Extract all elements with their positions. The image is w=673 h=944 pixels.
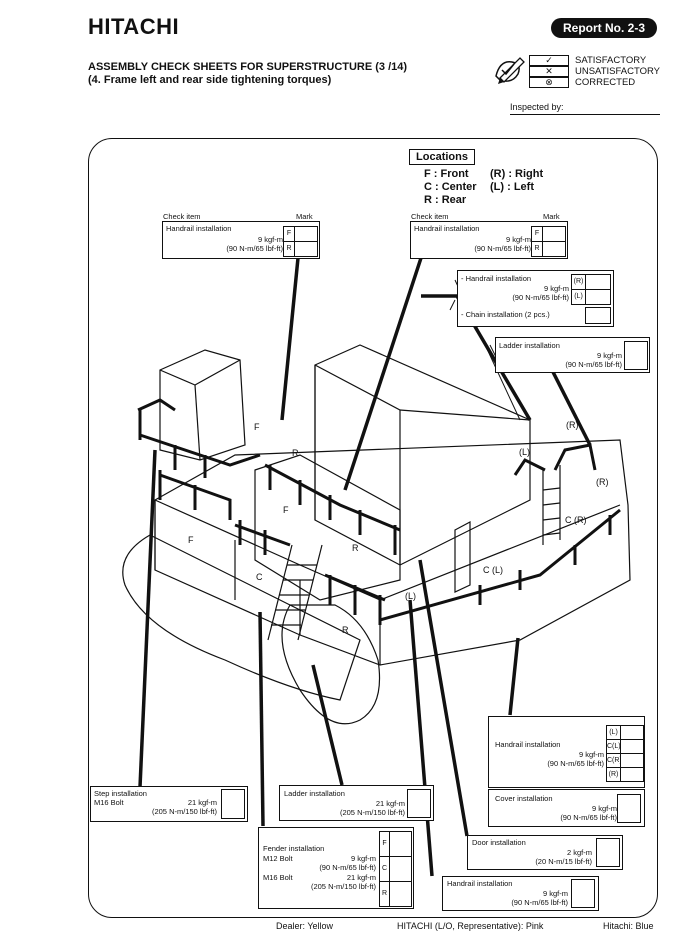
label-rr-2: (R) (596, 477, 609, 487)
legend-corrected-icon: ⊗ (529, 77, 569, 88)
label-cr: C (R) (565, 515, 587, 525)
footer-hitachi-rep: HITACHI (L/O, Representative): Pink (397, 921, 544, 931)
legend-corrected: ⊗ CORRECTED (529, 77, 635, 88)
mark-field-handrail-right-r[interactable] (620, 767, 644, 782)
loc-front: F : Front (424, 168, 469, 180)
mark-field-handrail-left-f[interactable] (294, 226, 318, 242)
check-box-ladder-top: Ladder installation 9 kgf-m (90 N-m/65 l… (495, 337, 650, 373)
mark-field-step[interactable] (221, 789, 245, 819)
footer-dealer: Dealer: Yellow (276, 921, 334, 931)
check-box-fender: Fender installation M12 Bolt 9 kgf-m (90… (258, 827, 414, 909)
mark-field-handrail-center-r[interactable] (542, 241, 566, 257)
mark-field-handrail-right-l[interactable] (620, 725, 644, 740)
check-box-handrail-bottom: Handrail installation 9 kgf-m (90 N-m/65… (442, 876, 599, 911)
legend-unsatisfactory: ✕ UNSATISFACTORY (529, 66, 660, 77)
label-f-3: F (188, 535, 194, 545)
label-cl: C (L) (483, 565, 503, 575)
loc-right: (R) : Right (490, 168, 544, 180)
mark-field-handrail-center-f[interactable] (542, 226, 566, 242)
check-box-door: Door installation 2 kgf-m (20 N-m/15 lbf… (467, 835, 623, 870)
mark-field-handrail-l[interactable] (585, 289, 611, 305)
check-box-handrail-right: Handrail installation 9 kgf-m (90 N-m/65… (488, 716, 645, 788)
check-box-handrail-left: Handrail installation 9 kgf-m (90 N-m/65… (162, 221, 320, 259)
loc-center: C : Center (424, 181, 477, 193)
label-r-2: R (352, 543, 359, 553)
mark-field-chain[interactable] (585, 307, 611, 324)
legend-cross-icon: ✕ (529, 66, 569, 77)
mark-field-ladder-top[interactable] (624, 341, 648, 370)
check-item-label-1: Check item (163, 212, 201, 221)
locations-title: Locations (409, 149, 475, 165)
check-box-ladder-bottom: Ladder installation 21 kgf-m (205 N-m/15… (279, 785, 434, 821)
inspected-by-field[interactable] (510, 114, 660, 115)
mark-label-1: Mark (296, 212, 313, 221)
mark-field-handrail-r[interactable] (585, 274, 611, 290)
footer-hitachi: Hitachi: Blue (603, 921, 654, 931)
pencil-check-icon (495, 57, 525, 84)
label-l-1: (L) (405, 591, 416, 601)
mark-field-handrail-right-cl[interactable] (620, 739, 644, 754)
sheet-title: ASSEMBLY CHECK SHEETS FOR SUPERSTRUCTURE… (88, 61, 408, 73)
label-r-3: R (342, 625, 349, 635)
label-rr-1: (R) (566, 420, 579, 430)
diagram-frame (88, 138, 658, 918)
check-box-cover: Cover installation 9 kgf-m (90 N-m/65 lb… (488, 789, 645, 827)
legend-check-icon: ✓ (529, 55, 569, 66)
label-f-2: F (283, 505, 289, 515)
mark-field-door[interactable] (596, 838, 620, 867)
loc-left: (L) : Left (490, 181, 534, 193)
check-box-handrail-center: Handrail installation 9 kgf-m (90 N-m/65… (410, 221, 568, 259)
inspected-by-label: Inspected by: (510, 102, 564, 112)
mark-field-fender-f[interactable] (389, 831, 412, 857)
sheet-subtitle: (4. Frame left and rear side tightening … (88, 74, 332, 86)
report-number-badge: Report No. 2-3 (551, 18, 657, 38)
label-f-1: F (254, 422, 260, 432)
mark-field-handrail-left-r[interactable] (294, 241, 318, 257)
label-l-2: (L) (519, 447, 530, 457)
loc-rear: R : Rear (424, 194, 467, 206)
legend-satisfactory: ✓ SATISFACTORY (529, 55, 646, 66)
check-item-label-2: Check item (411, 212, 449, 221)
mark-field-fender-r[interactable] (389, 881, 412, 907)
mark-field-ladder-bottom[interactable] (407, 789, 431, 818)
mark-label-2: Mark (543, 212, 560, 221)
check-box-step: Step installation M16 Bolt 21 kgf-m (205… (90, 786, 248, 822)
label-c: C (256, 572, 263, 582)
label-r-1: R (292, 448, 299, 458)
mark-field-handrail-right-cr[interactable] (620, 753, 644, 768)
mark-field-handrail-bottom[interactable] (571, 879, 595, 908)
check-box-handrail-rl: - Handrail installation 9 kgf-m (90 N-m/… (457, 270, 614, 327)
mark-field-fender-c[interactable] (389, 856, 412, 882)
brand-logo: HITACHI (88, 14, 180, 39)
mark-field-cover[interactable] (617, 794, 641, 823)
